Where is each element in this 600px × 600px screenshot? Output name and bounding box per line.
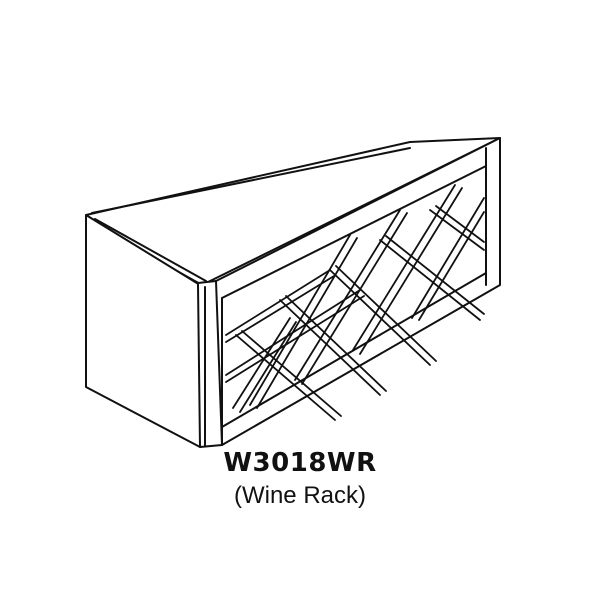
wine-rack-lattice: [225, 184, 485, 421]
model-code: W3018WR: [223, 448, 377, 478]
product-description: (Wine Rack): [233, 482, 366, 509]
